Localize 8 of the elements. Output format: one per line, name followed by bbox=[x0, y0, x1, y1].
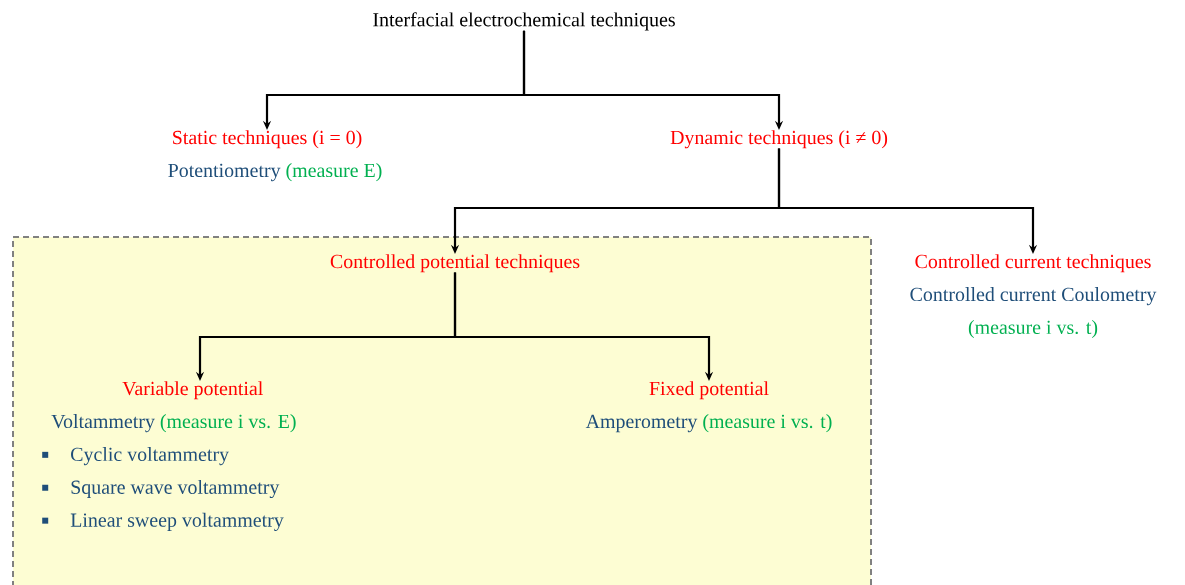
category-label: Dynamic techniques (i ≠ 0) bbox=[670, 130, 888, 149]
category-label: Controlled potential techniques bbox=[330, 254, 580, 273]
dashed-panel bbox=[12, 236, 872, 585]
category-label: Fixed potential Amperometry (measure i vs. t) bbox=[585, 381, 832, 433]
category-label: Controlled current techniques Controlled current Coulometry (measure i vs. t) bbox=[910, 254, 1157, 339]
category-label: Variable potential Voltammetry (measure i vs. E) Cyclic voltammetry Square wave voltammetry Linear sweep voltammetry bbox=[42, 381, 296, 531]
category-label: Interfacial electrochemical techniques bbox=[373, 12, 675, 31]
category-label: Static techniques (i = 0) Potentiometry (measure E) bbox=[168, 130, 382, 182]
